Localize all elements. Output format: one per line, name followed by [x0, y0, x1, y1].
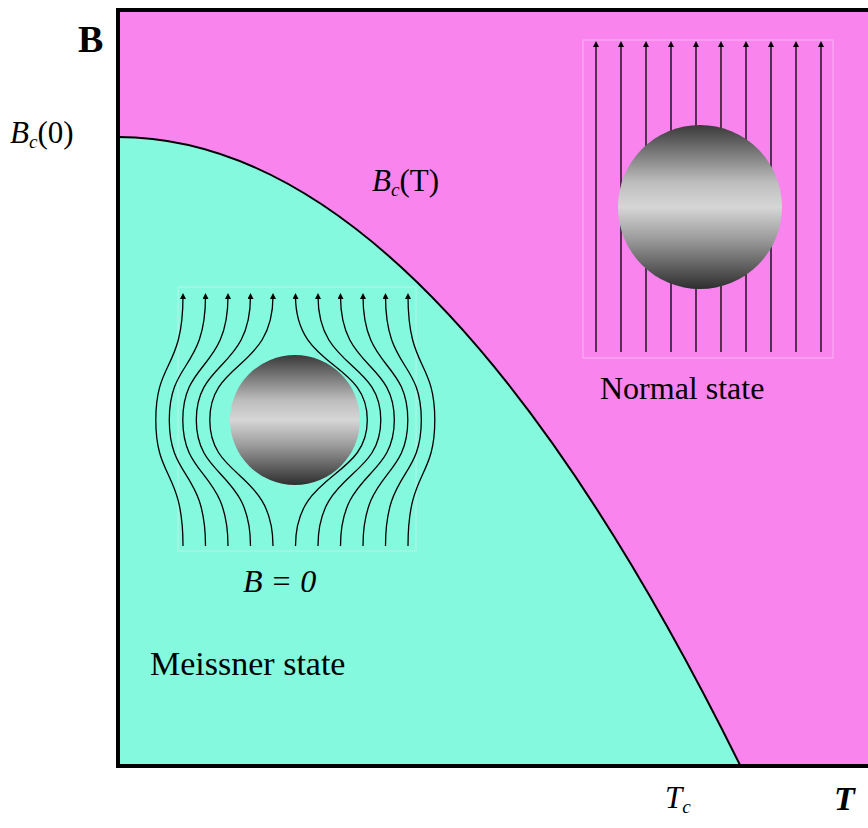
field-line	[183, 296, 228, 546]
axis-label: B	[78, 20, 103, 58]
field-line	[795, 44, 796, 352]
field-label: B = 0	[243, 565, 316, 597]
region-label: Normal state	[600, 372, 764, 404]
curve-label: Bc(T)	[372, 165, 439, 199]
field-line	[169, 296, 205, 546]
field-line	[386, 296, 422, 546]
field-line	[363, 296, 408, 546]
field-line	[408, 296, 435, 546]
axis-tick-label: Bc(0)	[10, 117, 74, 151]
field-line	[595, 44, 596, 352]
normal-region	[118, 10, 868, 765]
region-label: Meissner state	[150, 647, 345, 681]
meissner-inset	[178, 287, 416, 551]
field-lines	[156, 296, 435, 546]
field-lines	[596, 44, 821, 352]
axis-label: T	[834, 782, 855, 816]
axis-tick-label: Tc	[665, 782, 691, 816]
field-line	[820, 44, 821, 352]
plot-frame	[117, 8, 868, 766]
superconducting-sphere	[230, 355, 360, 485]
normal-sphere	[618, 125, 782, 289]
normal-inset	[583, 40, 833, 358]
